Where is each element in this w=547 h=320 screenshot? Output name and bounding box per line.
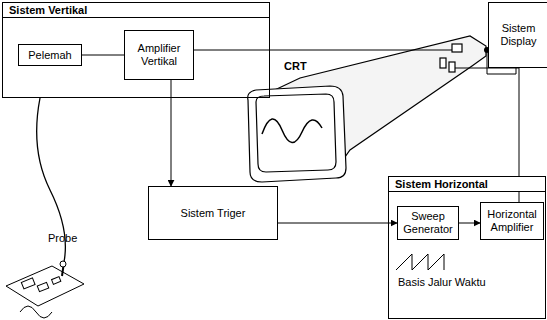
block-box: Sistem Display [488,2,547,68]
annotation-label: CRT [284,60,307,72]
block-label: Sweep Generator [398,210,458,235]
crt-tube [248,36,486,182]
system-group: Sistem HorizontalSweep Generator Horizont… [388,176,546,319]
system-group: Sistem VertikalPelemah Amplifier Vertikal [2,2,270,98]
signal-connector [459,223,480,224]
block-box: Horizontal Amplifier [480,202,544,240]
group-heading: Sistem Horizontal [389,177,545,192]
sawtooth-wave [396,254,444,270]
annotation-label: Probe [48,232,77,244]
block-label: Pelemah [25,49,74,62]
probe-illustration [6,98,84,318]
block-label: Sistem Display [489,22,547,47]
signal-connector [171,80,172,186]
signal-connector [82,55,124,56]
block-label: Sistem Triger [178,207,249,220]
block-box: Pelemah [18,44,82,66]
annotation-label: Basis Jalur Waktu [398,276,486,288]
signal-connector [278,223,397,224]
block-box: Sweep Generator [397,206,459,240]
block-label: Horizontal Amplifier [481,208,543,233]
block-box: Sistem Triger [148,186,278,240]
group-heading: Sistem Vertikal [3,3,269,18]
block-label: Amplifier Vertikal [125,42,193,67]
block-box: Amplifier Vertikal [124,30,194,80]
